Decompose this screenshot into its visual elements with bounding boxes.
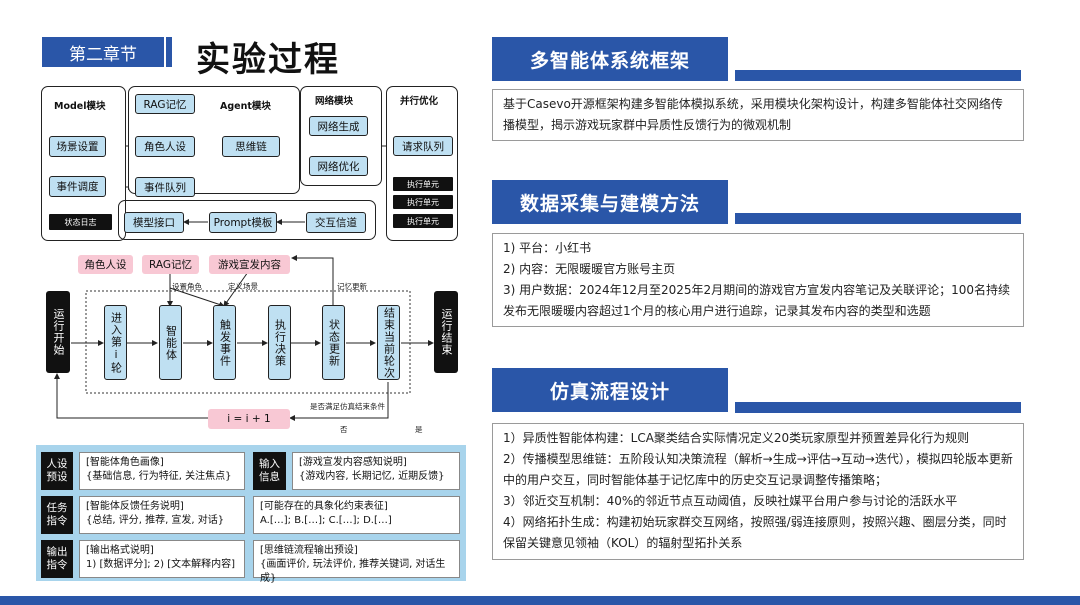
flow-connectors [54, 255, 434, 421]
section-body-framework: 基于Casevo开源框架构建多智能体模拟系统，采用模块化架构设计，构建多智能体社… [492, 89, 1024, 141]
note-mem-update: 记忆更新 [337, 282, 367, 291]
flow-step-decide: 执行决策 [268, 305, 291, 380]
section-line: 3）邻近交互机制：40%的邻近节点互动阈值，反映社媒平台用户参与讨论的活跃水平 [503, 494, 958, 508]
section-title-framework: 多智能体系统框架 [492, 37, 728, 81]
prompt-label-input: 输入信息 [253, 452, 286, 490]
channel-frame [118, 200, 376, 240]
model-module-title: Model模块 [54, 101, 106, 112]
prompt-cell-cot: [思维链流程输出预设] {画面评价, 玩法评价, 推荐关键词, 对话生成} [253, 540, 460, 584]
node-exec-3: 执行单元 [393, 214, 453, 228]
agent-module-title: Agent模块 [220, 101, 271, 112]
chapter-label: 第二章节 [42, 37, 164, 67]
flow-input-content: 游戏宣发内容 [209, 255, 290, 274]
prompt-cell-constraint: [可能存在的具象化约束表征] A.[…]; B.[…]; C.[…]; D.[…… [253, 496, 460, 534]
network-module-title: 网络模块 [315, 96, 354, 107]
cell-line: [智能体反馈任务说明] [86, 501, 184, 512]
flow-input-role: 角色人设 [78, 255, 133, 274]
note-no: 否 [340, 425, 348, 434]
note-yes: 是 [415, 425, 423, 434]
node-req-queue: 请求队列 [393, 136, 453, 156]
cell-line: [输出格式说明] [86, 545, 154, 556]
cell-line: A.[…]; B.[…]; C.[…]; D.[…] [260, 515, 392, 526]
flow-step-agent: 智能体 [159, 305, 182, 380]
node-model-api: 模型接口 [124, 212, 184, 233]
section-line: 2) 内容：无限暖暖官方账号主页 [503, 262, 676, 276]
flow-step-trigger: 触发事件 [213, 305, 236, 380]
node-exec-2: 执行单元 [393, 195, 453, 209]
footer-bar [0, 596, 1080, 605]
note-set-role: 设置角色 [172, 282, 202, 291]
section-title-data: 数据采集与建模方法 [492, 180, 728, 224]
section-line: 4）网络拓扑生成：构建初始玩家群交互网络，按照强/弱连接原则，按照兴趣、圈层分类… [503, 515, 1007, 550]
cell-line: [游戏宣发内容感知说明] [299, 457, 407, 468]
page-title: 实验过程 [196, 40, 340, 80]
node-event-sched: 事件调度 [49, 176, 106, 197]
node-net-opt: 网络优化 [309, 156, 368, 176]
node-role: 角色人设 [135, 136, 195, 157]
node-prompt: Prompt模板 [209, 212, 277, 233]
cell-line: [思维链流程输出预设] [260, 545, 358, 556]
node-event-queue: 事件队列 [135, 177, 195, 197]
prompt-cell-task: [智能体反馈任务说明] {总结, 评分, 推荐, 宣发, 对话} [79, 496, 245, 534]
chapter-accent-bar [166, 37, 172, 67]
flow-start: 运行开始 [46, 291, 70, 373]
section-body-simulation: 1）异质性智能体构建：LCA聚类结合实际情况定义20类玩家原型并预置差异化行为规… [492, 423, 1024, 560]
node-interact: 交互信道 [306, 212, 366, 233]
node-exec-1: 执行单元 [393, 177, 453, 191]
cell-line: {基础信息, 行为特征, 关注焦点} [86, 471, 232, 482]
node-rag: RAG记忆 [135, 94, 195, 114]
cell-line: [可能存在的具象化约束表征] [260, 501, 388, 512]
section-line: 1）异质性智能体构建：LCA聚类结合实际情况定义20类玩家原型并预置差异化行为规… [503, 431, 970, 445]
prompt-label-persona: 人设预设 [41, 452, 73, 490]
flow-counter: i = i + 1 [208, 409, 290, 429]
cell-line: 1) [数据评分]; 2) [文本解释内容] [86, 559, 236, 570]
section-rule [735, 213, 1021, 224]
section-body-data: 1) 平台：小红书 2) 内容：无限暖暖官方账号主页 3) 用户数据：2024年… [492, 233, 1024, 327]
parallel-module-title: 并行优化 [400, 96, 439, 107]
prompt-cell-output: [输出格式说明] 1) [数据评分]; 2) [文本解释内容] [79, 540, 245, 578]
prompt-label-output: 输出指令 [41, 540, 73, 578]
note-define-scene: 定义场景 [228, 282, 258, 291]
prompt-cell-persona: [智能体角色画像] {基础信息, 行为特征, 关注焦点} [79, 452, 245, 490]
section-rule [735, 70, 1021, 81]
flow-step-update: 状态更新 [322, 305, 345, 380]
section-line: 基于Casevo开源框架构建多智能体模拟系统，采用模块化架构设计，构建多智能体社… [503, 97, 1003, 132]
section-title-simulation: 仿真流程设计 [492, 368, 728, 412]
prompt-table: 人设预设 [智能体角色画像] {基础信息, 行为特征, 关注焦点} 输入信息 [… [36, 445, 466, 584]
flow-input-rag: RAG记忆 [142, 255, 199, 274]
cell-line: {画面评价, 玩法评价, 推荐关键词, 对话生成} [260, 559, 446, 584]
flow-step-enter: 进入第i轮 [104, 305, 127, 380]
node-think: 思维链 [222, 136, 280, 157]
node-net-gen: 网络生成 [309, 116, 368, 136]
cell-line: [智能体角色画像] [86, 457, 164, 468]
node-status-log: 状态日志 [49, 214, 112, 230]
cell-line: {游戏内容, 长期记忆, 近期反馈} [299, 471, 445, 482]
cell-line: {总结, 评分, 推荐, 宣发, 对话} [86, 515, 225, 526]
section-line: 1) 平台：小红书 [503, 241, 592, 255]
section-line: 3) 用户数据：2024年12月至2025年2月期间的游戏官方宣发内容笔记及关联… [503, 283, 1011, 318]
prompt-label-task: 任务指令 [41, 496, 73, 534]
flow-end: 运行结束 [434, 291, 458, 373]
section-rule [735, 402, 1021, 413]
note-condition: 是否满足仿真结束条件 [310, 402, 385, 411]
section-line: 2）传播模型思维链：五阶段认知决策流程（解析→生成→评估→互动→迭代），模拟四轮… [503, 452, 1013, 487]
prompt-cell-input: [游戏宣发内容感知说明] {游戏内容, 长期记忆, 近期反馈} [292, 452, 460, 490]
flow-step-end-round: 结束当前轮次 [377, 305, 400, 380]
node-scene: 场景设置 [49, 136, 106, 157]
